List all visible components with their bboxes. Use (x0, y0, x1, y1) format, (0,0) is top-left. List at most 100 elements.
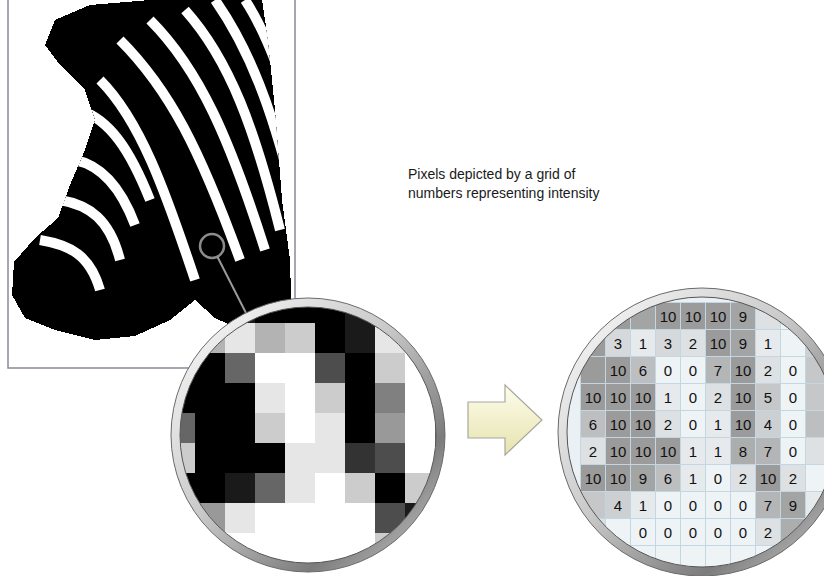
grid-cell (606, 519, 631, 546)
grid-cell (631, 492, 656, 519)
cell-holder: 5 (756, 384, 781, 411)
cell-holder: 10 (756, 465, 781, 492)
magnifier-glass (567, 297, 824, 567)
cell-holder: 10 (581, 384, 606, 411)
zoomed-pixel (225, 413, 256, 444)
zoomed-pixel (195, 293, 226, 324)
cell-holder: 10 (606, 438, 631, 465)
cell-holder: 2 (581, 438, 606, 465)
pixel-value: 7 (706, 357, 731, 384)
grid-cell (731, 465, 756, 492)
pixel-value: 10 (681, 303, 706, 330)
pixel-value: 0 (706, 492, 731, 519)
grid-cell (706, 492, 731, 519)
zoomed-pixel (405, 293, 436, 324)
pixel-value: 1 (756, 330, 781, 357)
cell-holder: 1 (756, 330, 781, 357)
pixel-value: 2 (656, 411, 681, 438)
zoomed-pixel (195, 443, 226, 474)
grid-cell (706, 411, 731, 438)
pixel-value: 10 (581, 384, 606, 411)
grid-cell (806, 411, 824, 438)
zoomed-pixel (255, 353, 286, 384)
grid-cell (806, 546, 824, 573)
pixel-value: 10 (706, 303, 731, 330)
number-grid (581, 303, 824, 573)
zoomed-pixel (405, 533, 436, 564)
zoomed-pixel (345, 323, 376, 354)
grid-cell (606, 357, 631, 384)
pixel-value: 1 (706, 411, 731, 438)
pixel-value: 6 (581, 411, 606, 438)
zoom-marker (200, 234, 224, 258)
cell-holder: 7 (756, 438, 781, 465)
pixel-value: 2 (731, 465, 756, 492)
zoomed-pixel (165, 563, 196, 576)
cell-holder: 0 (656, 519, 681, 546)
zoomed-pixel (195, 383, 226, 414)
zoomed-pixel (285, 353, 316, 384)
zoomed-pixel (375, 323, 406, 354)
pixel-value: 2 (681, 330, 706, 357)
cell-holder: 8 (731, 438, 756, 465)
grid-cell (781, 411, 806, 438)
pixel-value: 7 (756, 492, 781, 519)
cell-holder: 10 (606, 357, 631, 384)
cell-holder: 9 (781, 492, 806, 519)
zoomed-pixel (375, 473, 406, 504)
zoomed-pixel (225, 443, 256, 474)
pixel-value: 6 (631, 357, 656, 384)
zoomed-pixel (345, 293, 376, 324)
grid-cell (681, 357, 706, 384)
grid-cell (631, 438, 656, 465)
pixel-value: 0 (706, 465, 731, 492)
cell-holder: 1 (631, 492, 656, 519)
cell-holder: 10 (606, 465, 631, 492)
zoomed-pixel (315, 413, 346, 444)
pixel-value: 4 (606, 492, 631, 519)
grid-cell (606, 546, 631, 573)
zoomed-pixel (375, 503, 406, 534)
zoomed-pixel (435, 443, 466, 474)
pixel-value: 0 (631, 519, 656, 546)
cell-holder: 0 (731, 492, 756, 519)
cell-holder: 10 (581, 465, 606, 492)
zoomed-pixel (435, 473, 466, 504)
grid-cell (581, 492, 606, 519)
pixel-value: 2 (706, 384, 731, 411)
pixel-value: 2 (756, 519, 781, 546)
grid-cell (781, 546, 806, 573)
pixel-value: 10 (581, 465, 606, 492)
cell-holder: 6 (656, 465, 681, 492)
cell-holder: 0 (681, 357, 706, 384)
grid-cell (806, 384, 824, 411)
grid-cell (706, 546, 731, 573)
zoomed-pixel (345, 533, 376, 564)
grid-cell (631, 465, 656, 492)
block-arrow (468, 385, 542, 455)
pixel-value: 0 (781, 438, 806, 465)
grid-cell (581, 465, 606, 492)
zoomed-pixel (285, 533, 316, 564)
grid-cell (681, 519, 706, 546)
cell-holder: 10 (706, 303, 731, 330)
pixel-value: 2 (581, 438, 606, 465)
zoomed-pixel (225, 503, 256, 534)
grid-cell (631, 330, 656, 357)
zoomed-pixel (165, 533, 196, 564)
zoomed-pixel (345, 353, 376, 384)
zoomed-pixel (225, 293, 256, 324)
grid-cell (756, 519, 781, 546)
grid-cell (656, 384, 681, 411)
pixel-value: 10 (731, 411, 756, 438)
pixel-value: 1 (631, 330, 656, 357)
zoomed-pixel (435, 503, 466, 534)
grid-cell (706, 519, 731, 546)
zoomed-pixel (375, 413, 406, 444)
zoomed-pixel (195, 413, 226, 444)
cell-holder: 7 (756, 492, 781, 519)
zoomed-pixel (375, 443, 406, 474)
pixel-value: 0 (681, 492, 706, 519)
grid-cell (606, 438, 631, 465)
pixel-value: 1 (681, 465, 706, 492)
